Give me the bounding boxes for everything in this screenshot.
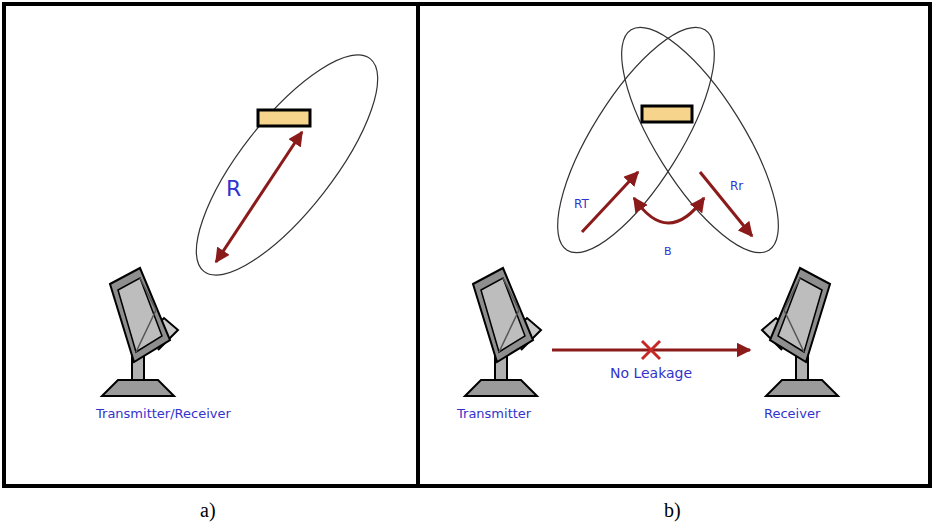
panel-frame bbox=[4, 4, 418, 486]
rr-arrow bbox=[700, 172, 752, 236]
beam-ellipse bbox=[530, 6, 742, 273]
beam-ellipse bbox=[594, 6, 806, 273]
target bbox=[642, 106, 692, 122]
quantity-label: B bbox=[664, 246, 672, 257]
antenna-node: Transmitter bbox=[455, 268, 550, 424]
dish-antenna bbox=[762, 268, 838, 396]
dish-antenna bbox=[465, 268, 541, 396]
bistatic-angle-arc bbox=[634, 198, 704, 223]
quantity-label: Rr bbox=[730, 180, 743, 192]
blocked-mark bbox=[642, 341, 660, 359]
quantity-label: RT bbox=[574, 198, 589, 210]
antenna-node: Transmitter/Receiver bbox=[92, 268, 237, 424]
antenna-label: Receiver bbox=[764, 406, 820, 421]
panel-caption: a) bbox=[200, 500, 216, 520]
beam-ellipse bbox=[168, 30, 407, 299]
panel-caption: b) bbox=[664, 500, 681, 520]
antenna-label: Transmitter/Receiver bbox=[96, 406, 231, 421]
rt-arrow bbox=[582, 172, 638, 232]
edge-label: No Leakage bbox=[608, 366, 694, 380]
target bbox=[258, 110, 310, 126]
antenna-node: Receiver bbox=[752, 268, 850, 424]
dish-antenna bbox=[102, 268, 178, 396]
range-arrow bbox=[216, 132, 302, 262]
panel-frame bbox=[418, 4, 930, 486]
quantity-label: R bbox=[226, 178, 241, 200]
antenna-label: Transmitter bbox=[457, 406, 531, 421]
